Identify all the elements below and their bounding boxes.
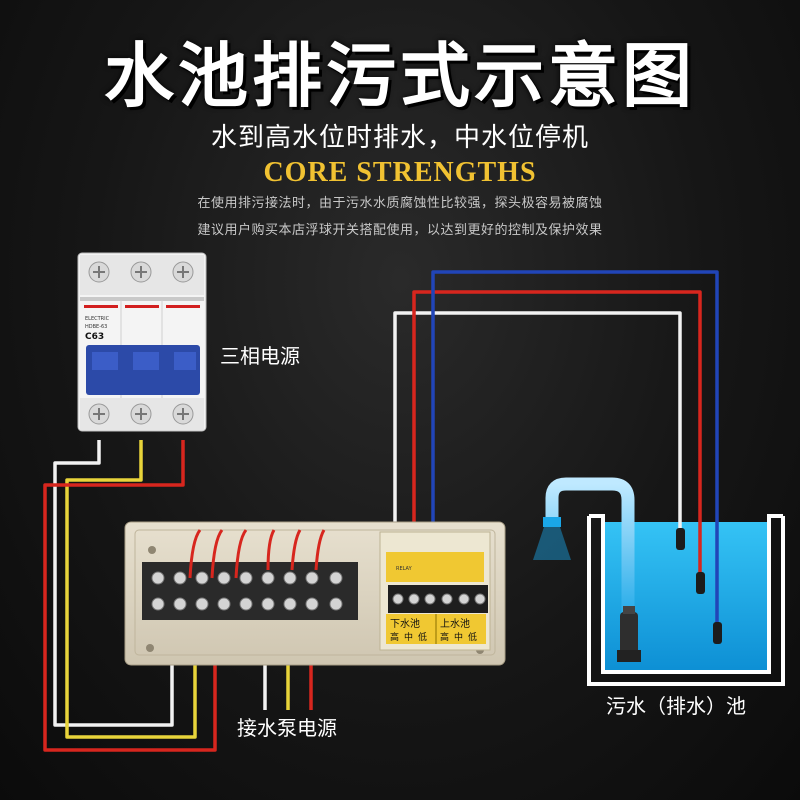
breaker-model: HDBE-63 [85, 324, 107, 330]
upper-pos-high: 高 [440, 631, 449, 643]
upper-pos-mid: 中 [454, 631, 463, 643]
lower-pool-label: 下水池 [390, 617, 420, 630]
breaker-brand: ELECTRIC [85, 316, 110, 322]
breaker-rating: C63 [85, 332, 104, 342]
relay-board-text: RELAY [396, 566, 413, 572]
core-strengths-heading: CORE STRENGTHS [263, 157, 537, 188]
note-line-1: 在使用排污接法时，由于污水水质腐蚀性比较强，探头极容易被腐蚀 [197, 196, 603, 211]
lower-pos-mid: 中 [404, 631, 413, 643]
sewage-pool-label: 污水（排水）池 [606, 694, 746, 718]
upper-pool-label: 上水池 [440, 617, 470, 630]
water-level-probes [676, 528, 722, 644]
pump-power-label: 接水泵电源 [237, 716, 337, 740]
note-line-2: 建议用户购买本店浮球开关搭配使用，以达到更好的控制及保护效果 [197, 223, 603, 238]
lower-pos-low: 低 [418, 631, 427, 643]
subtitle: 水到高水位时排水，中水位停机 [210, 123, 589, 153]
control-box [124, 521, 506, 666]
lower-pos-high: 高 [390, 631, 399, 643]
submersible-pump [617, 606, 641, 662]
probe-wires [393, 270, 719, 625]
three-phase-power-label: 三相电源 [220, 344, 300, 368]
upper-pos-low: 低 [468, 631, 477, 643]
circuit-breaker [77, 252, 207, 432]
page-title: 水池排污式示意图 [104, 35, 696, 117]
discharge-pipe [533, 477, 635, 625]
